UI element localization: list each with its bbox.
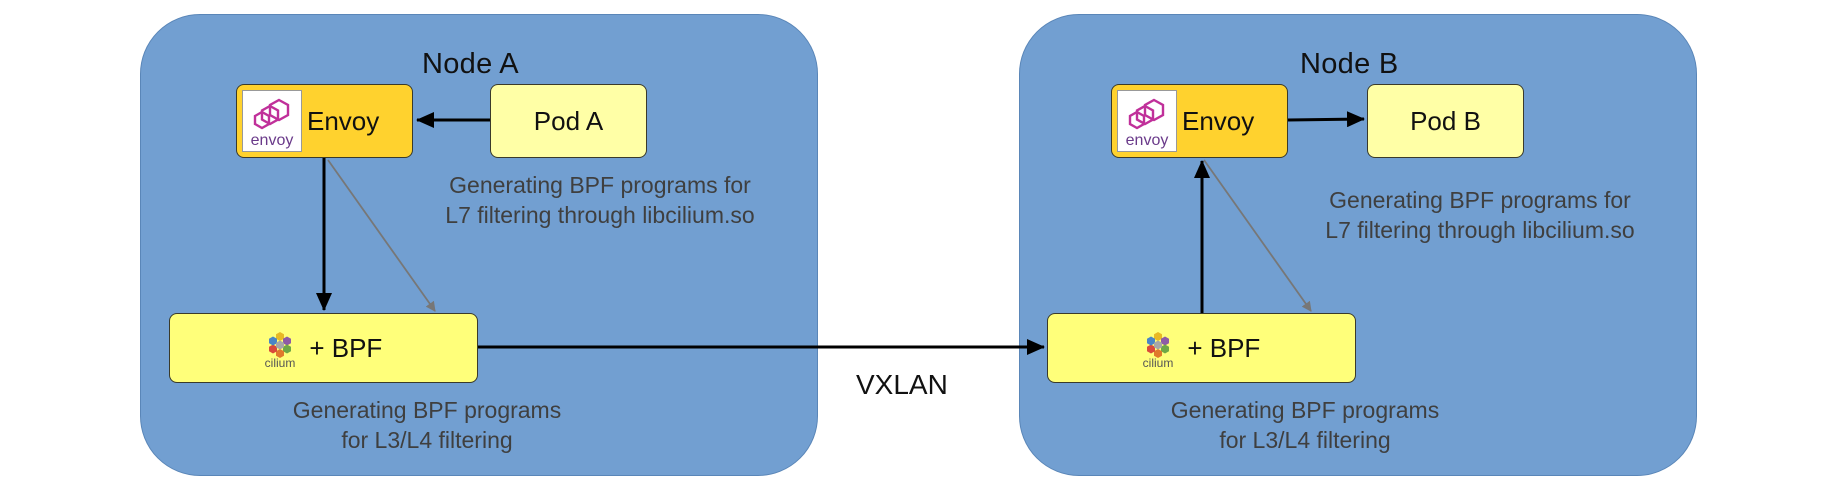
node-b-pod-box: Pod B	[1367, 84, 1524, 158]
node-a-title: Node A	[422, 48, 519, 80]
cilium-logo-icon: cilium	[264, 328, 296, 370]
node-b-title: Node B	[1300, 48, 1399, 80]
node-a-l34-note-line-2: for L3/L4 filtering	[341, 427, 513, 453]
node-b-l34-note-line-2: for L3/L4 filtering	[1219, 427, 1391, 453]
node-b-l34-note: Generating BPF programs for L3/L4 filter…	[1125, 395, 1485, 455]
node-b-pod-label: Pod B	[1410, 105, 1481, 136]
envoy-logo-text: envoy	[1125, 132, 1169, 149]
arrow-envoy-a-to-bpf-a-grey	[327, 159, 436, 312]
node-a-l34-note-line-1: Generating BPF programs	[292, 397, 562, 423]
node-a-envoy-box: envoy Envoy	[236, 84, 413, 158]
node-b-l7-note-line-2: L7 filtering through libcilium.so	[1325, 217, 1635, 243]
node-b-envoy-label: Envoy	[1182, 105, 1255, 136]
envoy-logo-icon: envoy	[242, 90, 302, 152]
node-b-l7-note: Generating BPF programs for L7 filtering…	[1295, 185, 1665, 245]
cilium-logo-text: cilium	[1142, 355, 1174, 370]
cilium-logo-icon: cilium	[1142, 328, 1174, 370]
node-a-pod-label: Pod A	[533, 105, 604, 136]
cilium-logo-text: cilium	[264, 355, 296, 370]
node-a-l34-note: Generating BPF programs for L3/L4 filter…	[247, 395, 607, 455]
node-b-envoy-box: envoy Envoy	[1111, 84, 1288, 158]
node-a-l7-note: Generating BPF programs for L7 filtering…	[420, 170, 780, 230]
node-a-bpf-box: cilium + BPF	[169, 313, 478, 383]
arrow-envoy-b-to-bpf-b-grey	[1203, 159, 1312, 312]
node-a-l7-note-line-2: L7 filtering through libcilium.so	[445, 202, 755, 228]
node-b-l7-note-line-1: Generating BPF programs for	[1329, 187, 1631, 213]
node-b-bpf-label: + BPF	[1187, 332, 1261, 363]
node-a-envoy-label: Envoy	[307, 105, 380, 136]
envoy-logo-text: envoy	[250, 132, 294, 149]
node-a-l7-note-line-1: Generating BPF programs for	[449, 172, 751, 198]
node-a-bpf-label: + BPF	[309, 332, 383, 363]
node-b-l34-note-line-1: Generating BPF programs	[1170, 397, 1440, 423]
vxlan-label: VXLAN	[856, 369, 948, 400]
node-b-bpf-box: cilium + BPF	[1047, 313, 1356, 383]
arrow-envoy-b-to-pod-b	[1287, 111, 1365, 128]
envoy-logo-icon: envoy	[1117, 90, 1177, 152]
node-a-pod-box: Pod A	[490, 84, 647, 158]
